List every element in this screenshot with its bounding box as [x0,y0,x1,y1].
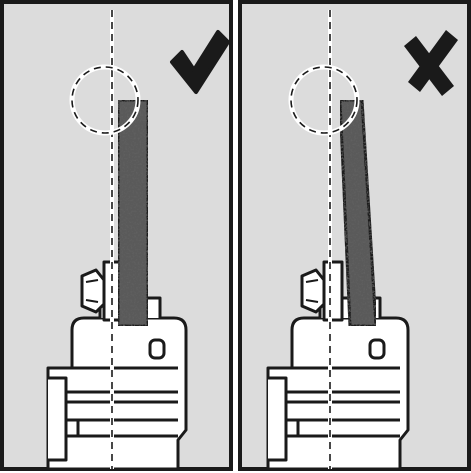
grinder-body [46,260,188,471]
checkmark-icon [170,30,230,94]
cross-icon [404,30,458,96]
panel-correct [0,0,233,471]
grinder-body [266,260,410,471]
abrasive-belt [116,98,150,328]
panel-incorrect [238,0,471,471]
